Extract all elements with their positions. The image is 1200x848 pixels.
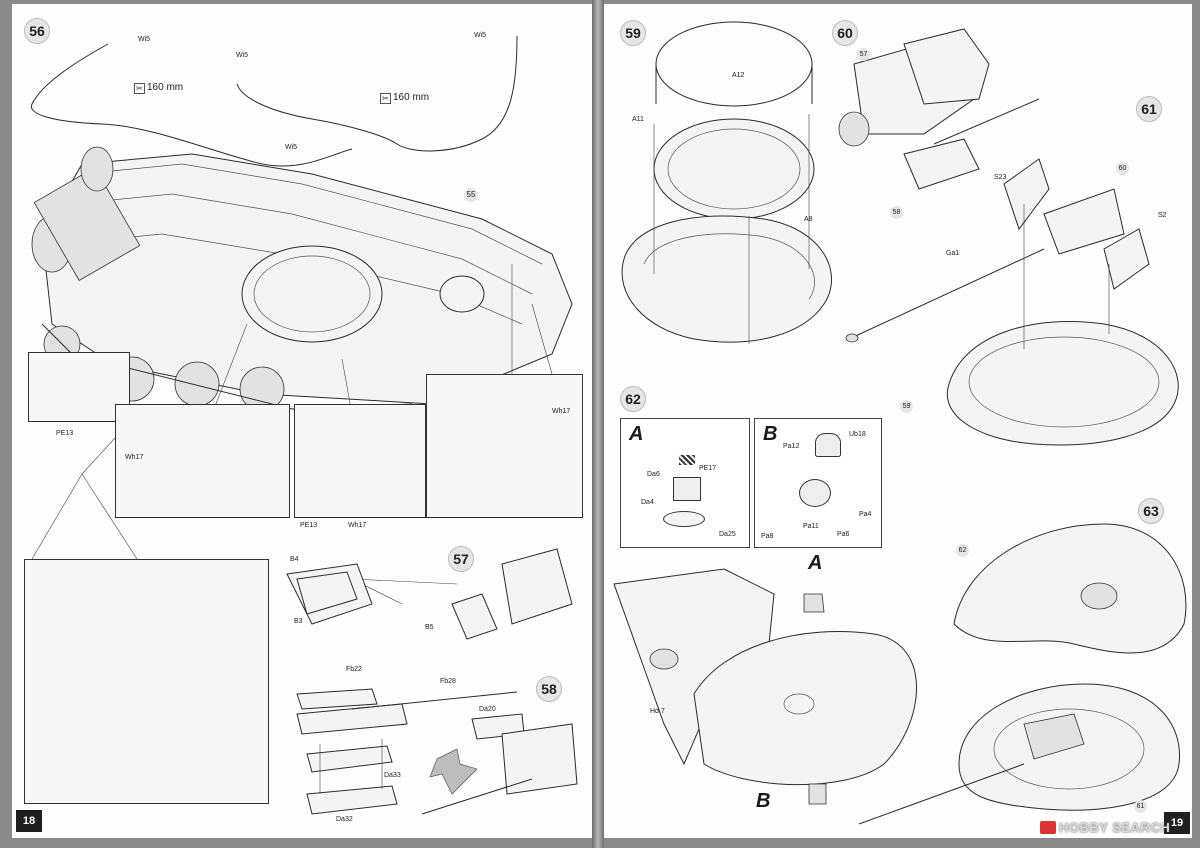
step-57-badge: 57 <box>448 546 474 572</box>
part-pa11-shape <box>799 479 831 507</box>
label-part-57: 57 <box>857 48 870 61</box>
sub-a-label: A <box>629 423 644 445</box>
label-pe13: PE13 <box>56 430 74 437</box>
label-wi5: Wi5 <box>138 36 151 43</box>
label-da25: Da25 <box>719 531 736 538</box>
label-fb22: Fb22 <box>346 666 362 673</box>
label-wh17: Wh17 <box>125 454 144 461</box>
step-63-badge: 63 <box>1138 498 1164 524</box>
detail-inset-3 <box>294 404 426 518</box>
step-58-badge: 58 <box>536 676 562 702</box>
part-da4-shape <box>663 511 705 527</box>
detail-inset-4 <box>426 374 583 518</box>
page-number: 19 <box>1164 812 1190 834</box>
label-b4: B4 <box>290 556 299 563</box>
scissors-icon: ✂ <box>134 83 145 94</box>
sub-b-callout: B <box>756 790 771 812</box>
label-part-58: 58 <box>890 206 903 219</box>
label-fb28: Fb28 <box>440 678 456 685</box>
label-da6: Da6 <box>647 471 660 478</box>
sub-b-label: B <box>763 423 778 445</box>
label-pe13: PE13 <box>300 522 318 529</box>
part-pa12-shape <box>815 433 841 457</box>
hobby-search-logo-icon <box>1040 821 1056 834</box>
step-62-badge: 62 <box>620 386 646 412</box>
detail-inset-1 <box>28 352 130 422</box>
label-s23: S23 <box>994 174 1007 181</box>
label-a12: A12 <box>732 72 745 79</box>
label-part-62: 62 <box>956 544 969 557</box>
label-part-59: 59 <box>900 400 913 413</box>
label-da20: Da20 <box>479 706 496 713</box>
scissors-icon: ✂ <box>380 93 391 104</box>
label-ga1: Ga1 <box>946 250 960 257</box>
measure-160mm: ✂160 mm <box>380 92 429 104</box>
label-part-61: 61 <box>1134 800 1147 813</box>
label-wi5: Wi5 <box>474 32 487 39</box>
label-b3: B3 <box>294 618 303 625</box>
step-61-badge: 61 <box>1136 96 1162 122</box>
label-s2: S2 <box>1158 212 1167 219</box>
label-hd7: Hd 7 <box>650 708 665 715</box>
label-wi5: Wi5 <box>285 144 298 151</box>
label-da4: Da4 <box>641 499 654 506</box>
label-part-60: 60 <box>1116 162 1129 175</box>
label-pe17: PE17 <box>699 465 717 472</box>
subassembly-a-box: A PE17 Da6 Da4 Da25 <box>620 418 750 548</box>
right-page: 59 A12 A11 A8 60 57 58 61 S23 60 S2 Ga1 … <box>604 4 1192 838</box>
label-wh17: Wh17 <box>348 522 367 529</box>
left-page-drawing <box>30 35 578 815</box>
right-page-drawing <box>613 21 1187 825</box>
step-56-badge: 56 <box>24 18 50 44</box>
subassembly-b-box: B Pa12 Ub18 Pa4 Pa11 Pa8 Pa6 <box>754 418 882 548</box>
page-number: 18 <box>16 810 42 832</box>
label-a8: A8 <box>804 216 813 223</box>
step-60-badge: 60 <box>832 20 858 46</box>
step-59-badge: 59 <box>620 20 646 46</box>
label-wi5: Wi5 <box>236 52 249 59</box>
left-page: 56 Wi5 Wi5 Wi5 Wi5 ✂160 mm ✂160 mm 55 PE… <box>12 4 592 838</box>
label-wh17: Wh17 <box>552 408 571 415</box>
part-pe17-shape <box>679 455 695 465</box>
label-pa11: Pa11 <box>803 523 819 530</box>
part-da6-shape <box>673 477 701 501</box>
detail-inset-large <box>24 559 269 804</box>
label-da33: Da33 <box>384 772 401 779</box>
label-pa12: Pa12 <box>783 443 800 450</box>
label-pa8: Pa8 <box>761 533 774 540</box>
label-pa6: Pa6 <box>837 531 850 538</box>
sub-a-callout: A <box>808 552 823 574</box>
label-pa4: Pa4 <box>859 511 872 518</box>
label-a11: A11 <box>632 116 644 123</box>
measure-160mm: ✂160 mm <box>134 82 183 94</box>
label-part-55: 55 <box>464 188 478 202</box>
label-b5: B5 <box>425 624 434 631</box>
detail-inset-2 <box>115 404 290 518</box>
page-gutter <box>592 0 604 848</box>
watermark: HOBBY SEARCH <box>1040 820 1170 835</box>
label-da32: Da32 <box>336 816 353 823</box>
label-ub18: Ub18 <box>849 431 866 438</box>
